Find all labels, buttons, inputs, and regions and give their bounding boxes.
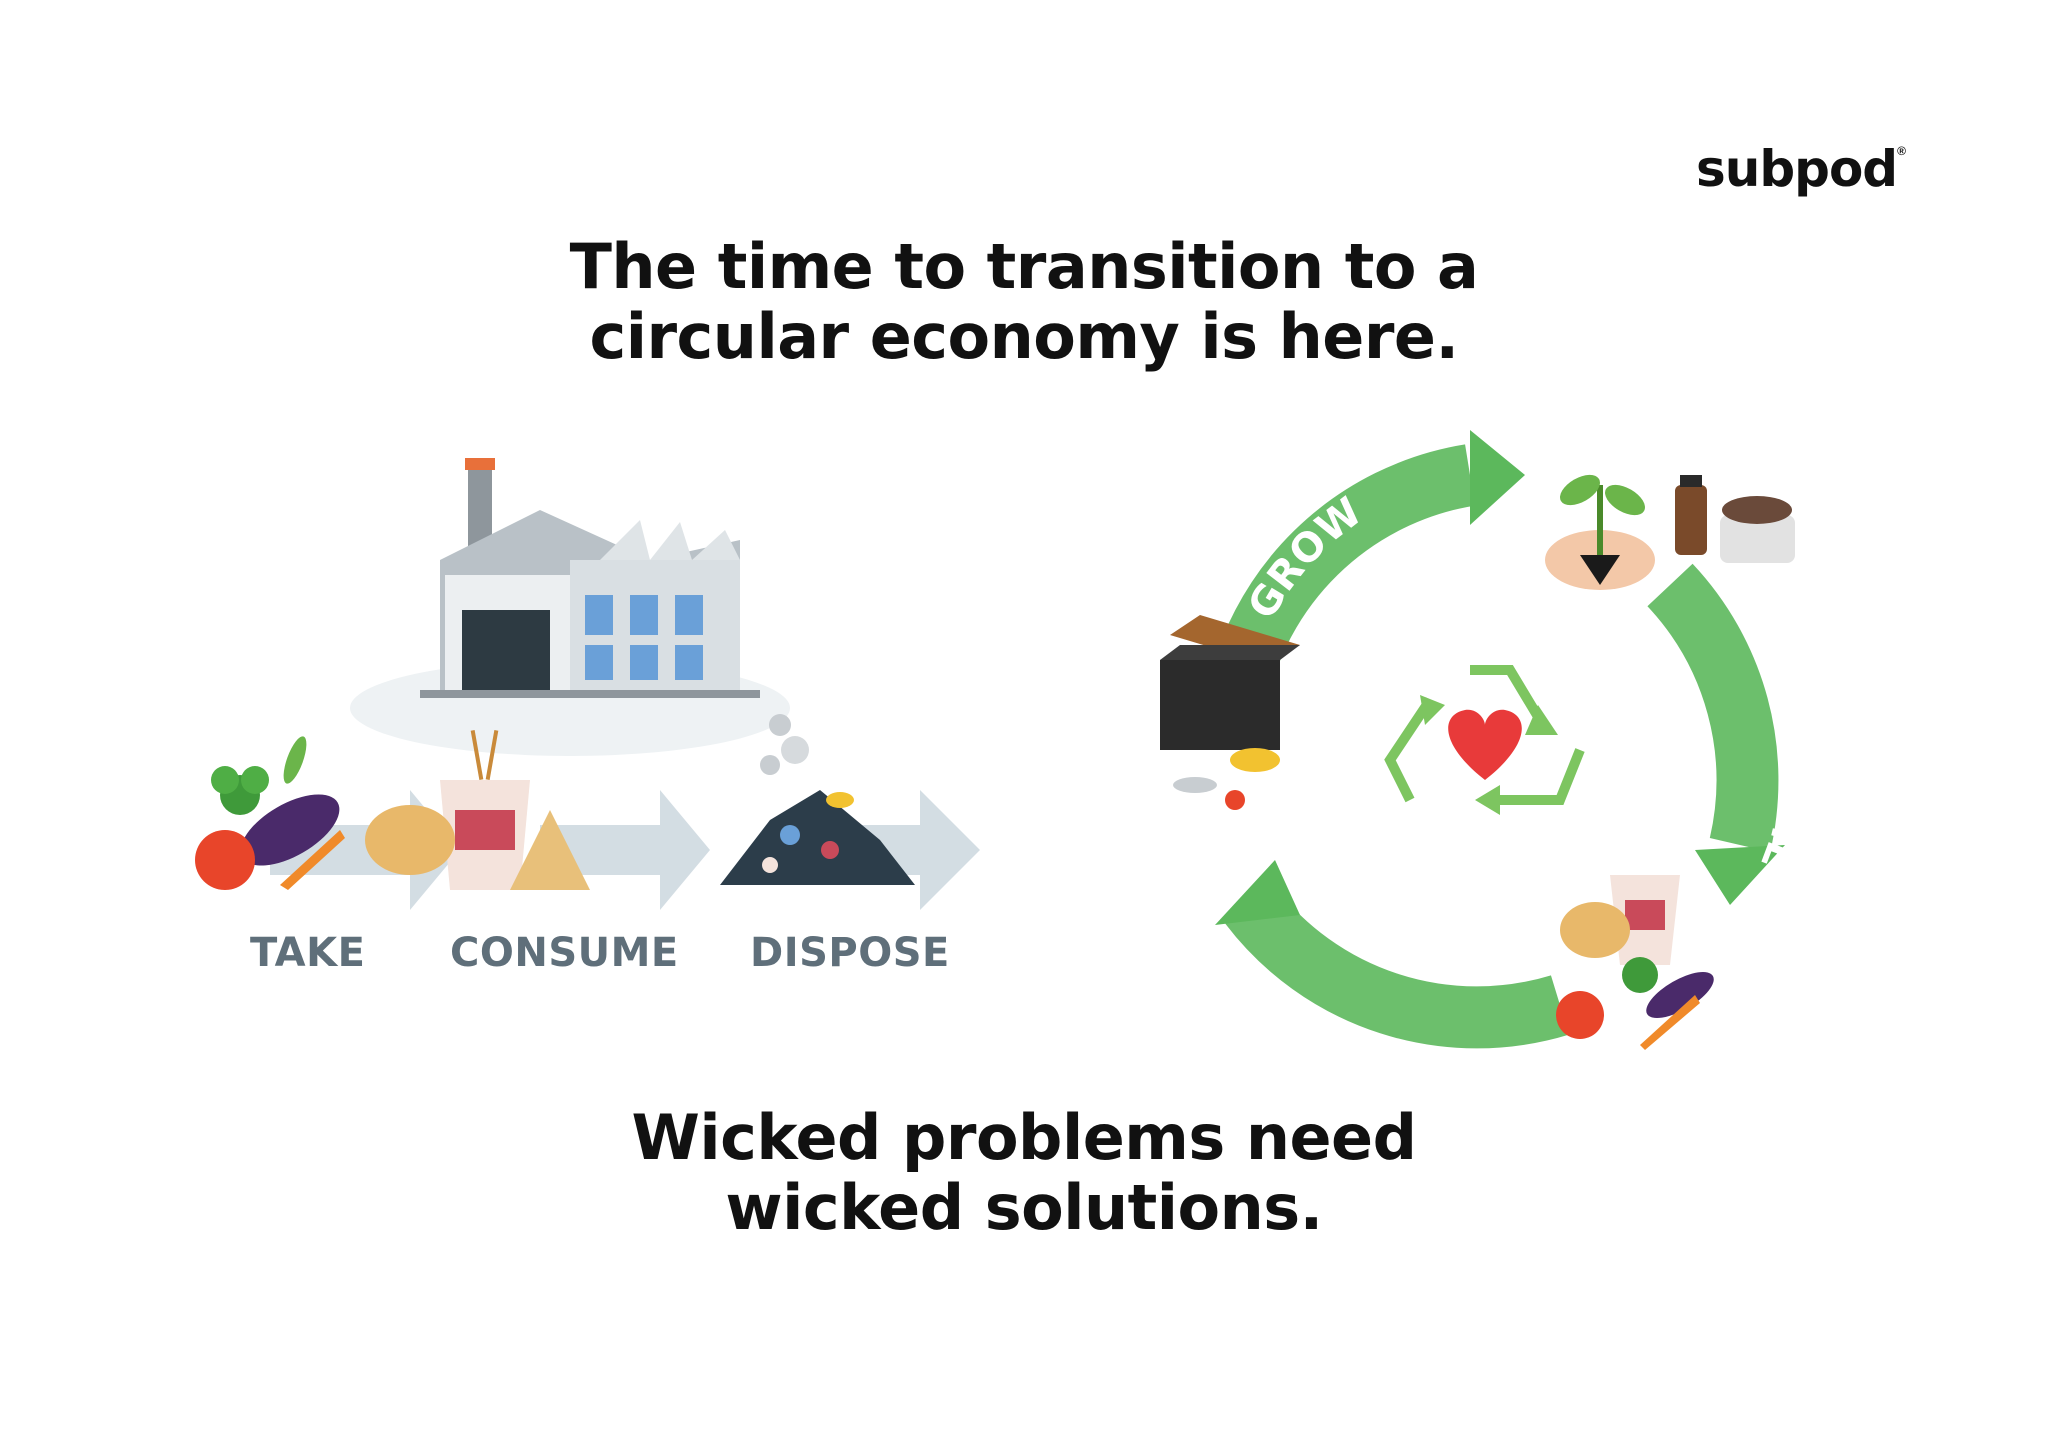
linear-economy-diagram: TAKE CONSUME DISPOSE: [180, 450, 1020, 1010]
headline-bottom: Wicked problems need wicked solutions.: [0, 1103, 2048, 1243]
takeaway-food-icon: [365, 730, 590, 890]
headline-bottom-line2: wicked solutions.: [725, 1171, 1323, 1244]
stage-label-take: TAKE: [250, 930, 366, 976]
subpod-logo: subpod ®: [1696, 140, 1906, 235]
consume-arrow: [1647, 563, 1785, 905]
brand-name: subpod: [1696, 140, 1898, 198]
takeaway-and-vegetables-icon: [1556, 875, 1714, 1050]
vegetables-icon: [195, 736, 345, 890]
recycle-heart-icon: [1384, 665, 1585, 815]
registered-mark: ®: [1897, 144, 1906, 158]
landfill-icon: [720, 714, 915, 885]
headline-bottom-line1: Wicked problems need: [631, 1101, 1417, 1174]
headline-top-line2: circular economy is here.: [589, 300, 1459, 373]
circular-economy-diagram: GROW CONSUME COMPOST: [1140, 405, 1840, 1065]
headline-top-line1: The time to transition to a: [569, 230, 1479, 303]
compost-arrow: [1215, 860, 1570, 1049]
stage-label-dispose: DISPOSE: [750, 930, 950, 976]
compost-bin-icon: [1160, 615, 1300, 810]
factory-icon: [420, 458, 760, 698]
stage-label-consume: CONSUME: [450, 930, 679, 976]
plant-in-hands-icon: [1545, 474, 1795, 590]
arrow-consume-dispose: [540, 790, 710, 910]
circular-economy-graphic: GROW CONSUME COMPOST: [1160, 430, 1819, 1050]
headline-top: The time to transition to a circular eco…: [0, 232, 2048, 372]
linear-economy-graphic: [195, 458, 980, 910]
